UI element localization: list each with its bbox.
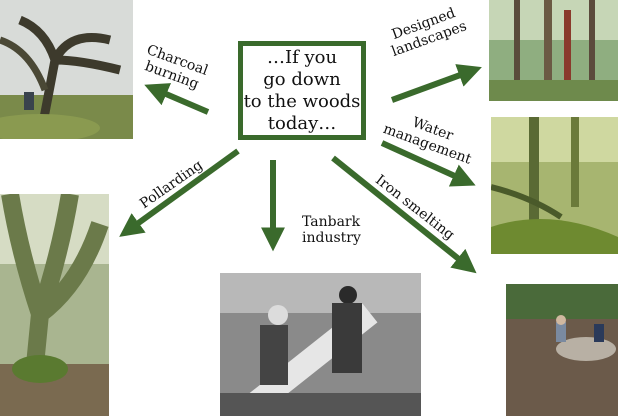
label-charcoal-burning: Charcoal burning	[142, 42, 211, 93]
label-iron-smelting: Iron smelting	[372, 172, 458, 244]
photo-pollarding	[0, 194, 109, 416]
photo-charcoal-burning	[0, 0, 133, 139]
photo-designed-landscapes	[489, 0, 618, 101]
arrow-designed	[390, 64, 482, 103]
label-designed-landscapes: Designed landscapes	[389, 5, 469, 61]
label-water-management: Water management	[381, 114, 474, 168]
arrow-pollarding	[119, 148, 240, 237]
photo-tanbark-industry	[220, 273, 421, 416]
central-box: …If you go down to the woods today…	[238, 41, 366, 140]
label-tanbark-industry: Tanbark industry	[302, 214, 361, 246]
photo-water-management	[491, 117, 618, 254]
photo-iron-smelting	[506, 284, 618, 416]
label-pollarding: Pollarding	[137, 157, 206, 213]
central-text: …If you go down to the woods today…	[243, 46, 361, 134]
arrow-iron	[331, 155, 477, 274]
